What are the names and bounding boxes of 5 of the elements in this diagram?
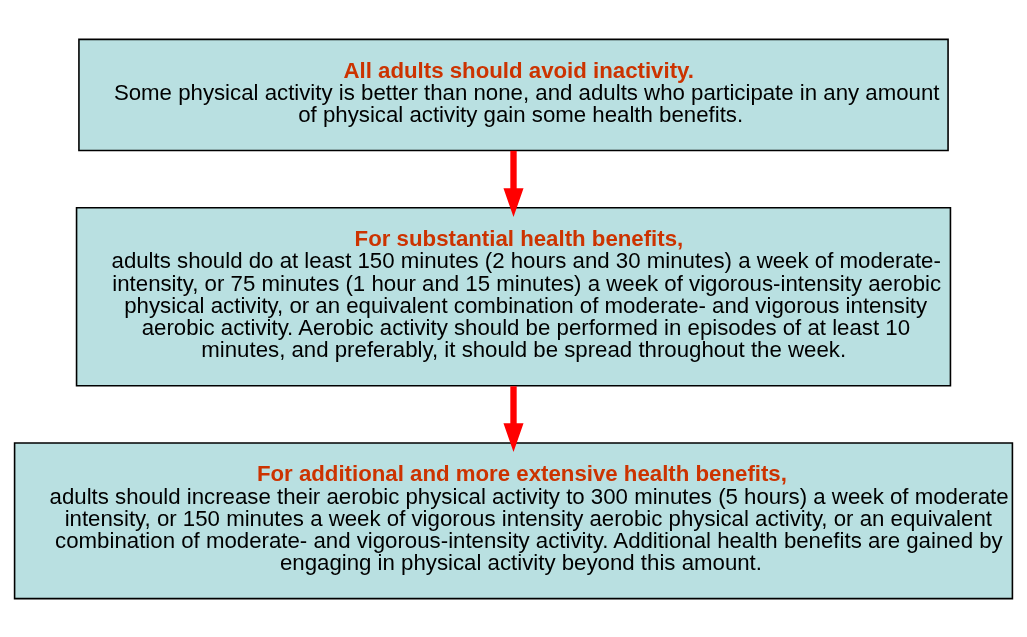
arrow [503, 385, 524, 452]
node-box: For substantial health benefits, adults should do at least 150 minutes (2 hours and 30 minutes) a week of moderate-intensity, or 75 minutes (1 hour and 15 minutes) a week of vigorous-intensity aerobic physical activity, or an equivalent combination of moderate- and vigorous intensity aerobic activity. Aerobic activity should be performed in episodes of at least 10 minutes, and preferably, it should be spread throughout the week. [75, 206, 952, 387]
node-box: All adults should avoid inactivity. Some physical activity is better than none, and adults who participate in any amount of physical activity gain some health benefits. [78, 38, 949, 151]
node-box: For additional and more extensive health benefits, adults should increase their aerobic physical activity to 300 minutes (5 hours) a week of moderate intensity, or 150 minutes a week of vigorous intensity aerobic physical activity, or an equivalent combination of moderate- and vigorous-intensity activity. Additional health benefits are gained by engaging in physical activity beyond this amount. [13, 441, 1014, 599]
arrow [503, 150, 524, 217]
